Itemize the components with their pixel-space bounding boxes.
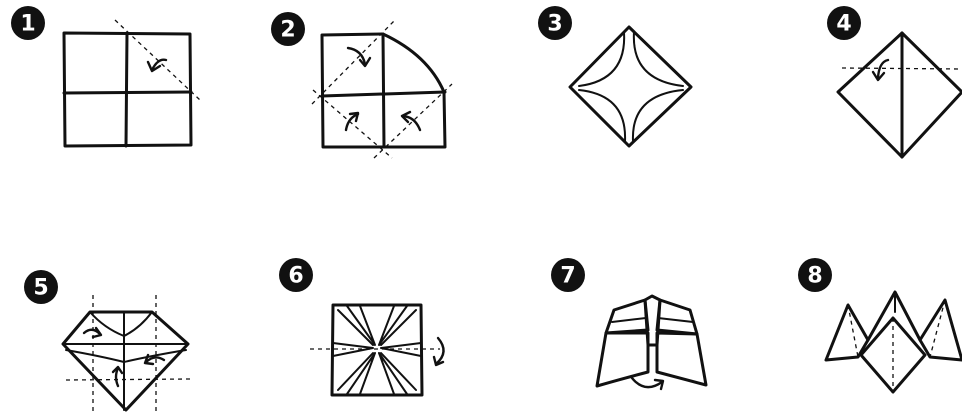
step-8-badge: 8	[798, 258, 832, 292]
step-8-figure	[826, 292, 962, 392]
step-6-figure	[310, 305, 444, 395]
step-1-figure	[64, 20, 200, 146]
step-1-number: 1	[20, 12, 35, 37]
step-2: 2	[271, 12, 452, 158]
step-5-figure	[63, 295, 190, 412]
step-3-number: 3	[547, 12, 562, 37]
step-5-number: 5	[33, 276, 48, 301]
step-6-badge: 6	[279, 258, 313, 292]
step-2-badge: 2	[271, 12, 305, 46]
fold-arrow-icon	[116, 368, 118, 386]
step-4-number: 4	[836, 12, 851, 37]
step-7-figure	[597, 296, 706, 389]
step-4-figure	[838, 33, 962, 157]
step-3: 3	[538, 6, 691, 146]
step-4-badge: 4	[827, 6, 861, 40]
step-8: 8	[798, 258, 962, 392]
step-7: 7	[551, 258, 706, 389]
step-2-number: 2	[280, 18, 295, 43]
step-1: 1	[11, 6, 200, 146]
step-8-number: 8	[807, 264, 822, 289]
step-7-badge: 7	[551, 258, 585, 292]
step-5-badge: 5	[24, 270, 58, 304]
step-4: 4	[827, 6, 962, 157]
step-3-figure	[570, 27, 691, 146]
step-1-badge: 1	[11, 6, 45, 40]
fold-arrow-icon	[146, 357, 164, 362]
flip-arrow-icon	[436, 338, 444, 364]
step-2-figure	[312, 20, 452, 158]
step-6-number: 6	[288, 264, 303, 289]
step-6: 6	[279, 258, 444, 395]
step-3-badge: 3	[538, 6, 572, 40]
step-7-number: 7	[560, 264, 575, 289]
step-5: 5	[24, 270, 190, 412]
